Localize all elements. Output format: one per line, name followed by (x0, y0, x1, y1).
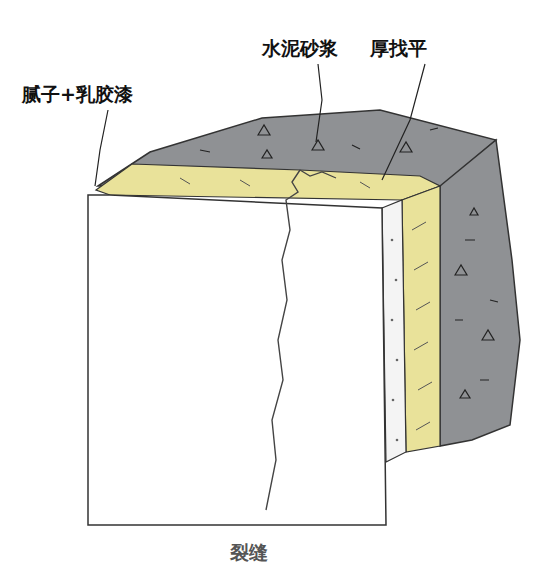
crack-line (266, 170, 300, 510)
cement-mortar-side (440, 140, 520, 446)
leveling-side (402, 186, 440, 452)
putty-dots (391, 239, 399, 442)
putty-side (382, 200, 406, 462)
leveling-hatch (180, 178, 432, 430)
leader-line (95, 64, 425, 186)
aggregate-marks (200, 125, 498, 398)
front-wall-face (88, 195, 386, 525)
crack-line (300, 170, 336, 178)
layer-label: 腻子+乳胶漆 (22, 82, 133, 106)
layer-label: 裂缝 (230, 540, 268, 564)
layer-label: 厚找平 (370, 36, 427, 60)
leveling-top (96, 164, 440, 200)
layer-label: 水泥砂浆 (262, 36, 338, 60)
